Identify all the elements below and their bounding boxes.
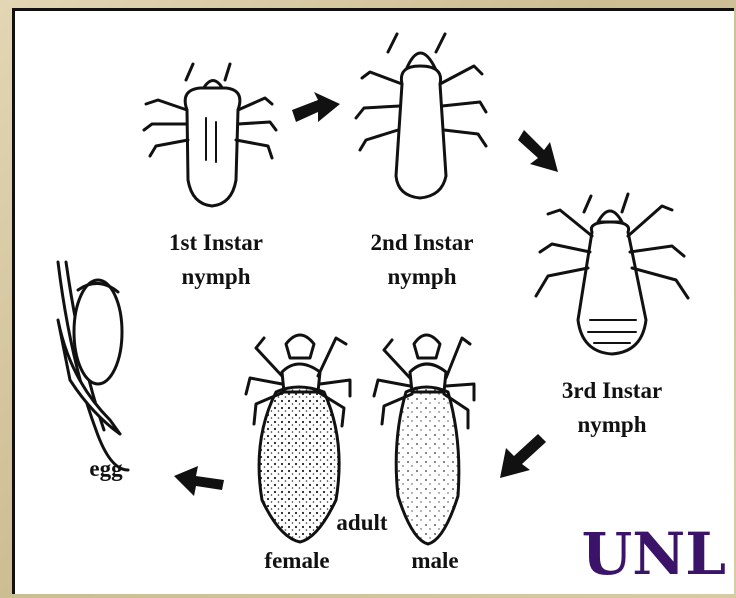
first-instar-nymph-drawing [144,64,276,206]
second-instar-label: 2nd Instar nymph [332,226,512,294]
adult-label: adult [312,506,412,540]
first-instar-label: 1st Instar nymph [126,226,306,294]
second-instar-nymph-drawing [356,34,486,198]
male-label: male [390,544,480,578]
unl-logo: UNL [582,524,726,584]
third-instar-nymph-drawing [536,194,688,354]
egg-drawing [58,262,128,470]
arrow-down-right-icon [518,130,558,172]
arrow-left-icon [174,466,224,496]
third-instar-label: 3rd Instar nymph [522,374,702,442]
egg-label: egg [76,452,136,486]
arrow-right-icon [292,92,340,122]
female-label: female [242,544,352,578]
